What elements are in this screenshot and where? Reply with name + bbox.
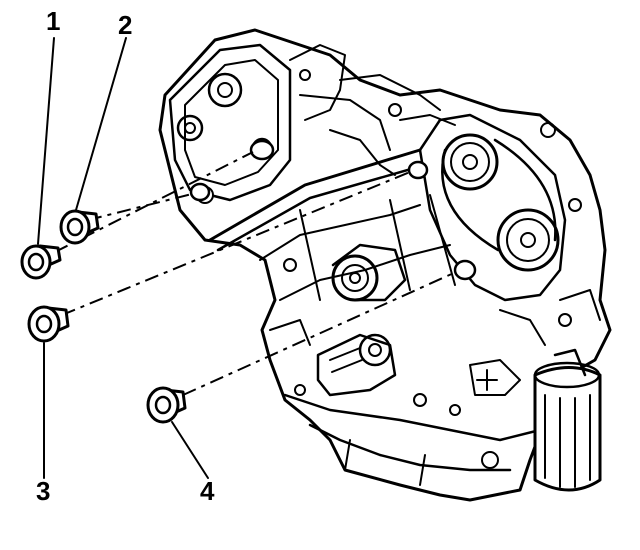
leader-line-2 (75, 37, 127, 211)
callout-1: 1 (46, 6, 60, 36)
plug-4 (146, 386, 187, 424)
leader-line-1 (37, 37, 55, 245)
plug-2 (59, 209, 100, 245)
plug-1 (20, 244, 62, 280)
leader-lines (37, 37, 209, 479)
alignment-line-4 (182, 271, 457, 396)
callout-2: 2 (118, 10, 132, 40)
plug-3 (27, 305, 70, 343)
leader-line-4 (171, 421, 209, 479)
callout-4: 4 (200, 476, 215, 506)
callout-3: 3 (36, 476, 50, 506)
bore-holes (189, 139, 477, 281)
engine-block (158, 28, 612, 502)
alignment-line-3 (61, 171, 411, 316)
alignment-line-2 (87, 193, 193, 221)
